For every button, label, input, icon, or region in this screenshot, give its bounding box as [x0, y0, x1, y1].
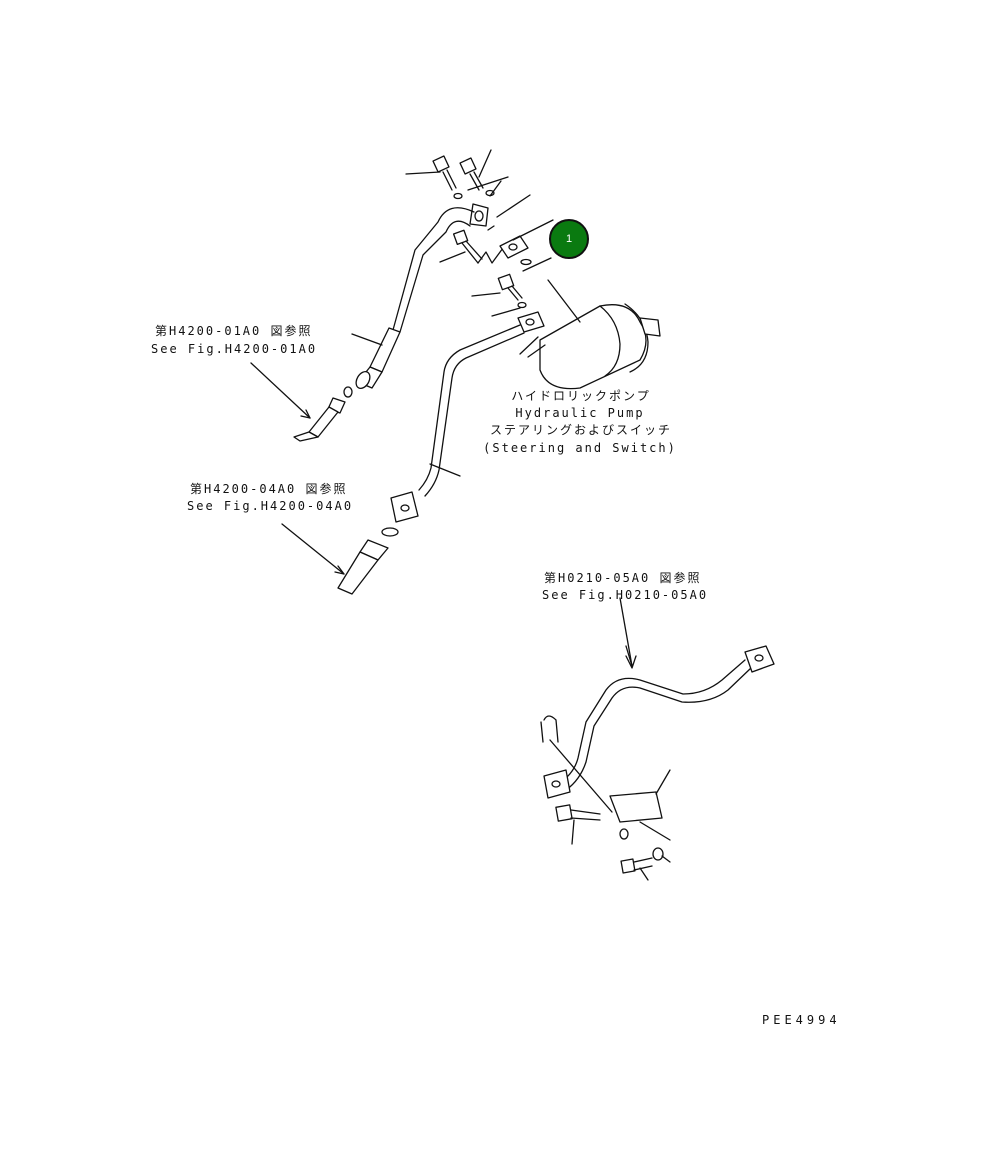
pump-sub-jp: ステアリングおよびスイッチ [489, 423, 673, 437]
hydraulic-pump-body [519, 279, 661, 390]
upper-bolts [405, 149, 531, 218]
pump-label-en: Hydraulic Pump [515, 406, 645, 420]
middle-pipe [281, 311, 545, 595]
pump-label-jp: ハイドロリックポンプ [511, 389, 651, 403]
callout-number: 1 [565, 233, 573, 245]
ref-upper-en: See Fig.H4200-01A0 [151, 342, 318, 356]
pump-bolt [471, 273, 527, 317]
ref-lower-en: See Fig.H0210-05A0 [542, 588, 709, 602]
ref-lower-jp: 第H0210-05A0 図参照 [544, 571, 702, 585]
ref-middle-jp: 第H4200-04A0 図参照 [190, 482, 348, 496]
ref-middle-en: See Fig.H4200-04A0 [187, 499, 354, 513]
callout-1-button[interactable]: 1 [549, 219, 589, 259]
pump-sub-en: (Steering and Switch) [483, 441, 677, 455]
upper-hose [250, 207, 475, 442]
upper-elbow-flange [439, 203, 554, 272]
drawing-code: PEE4994 [762, 1013, 841, 1027]
ref-upper-jp: 第H4200-01A0 図参照 [155, 324, 313, 338]
lower-pipe-assembly [540, 597, 775, 881]
